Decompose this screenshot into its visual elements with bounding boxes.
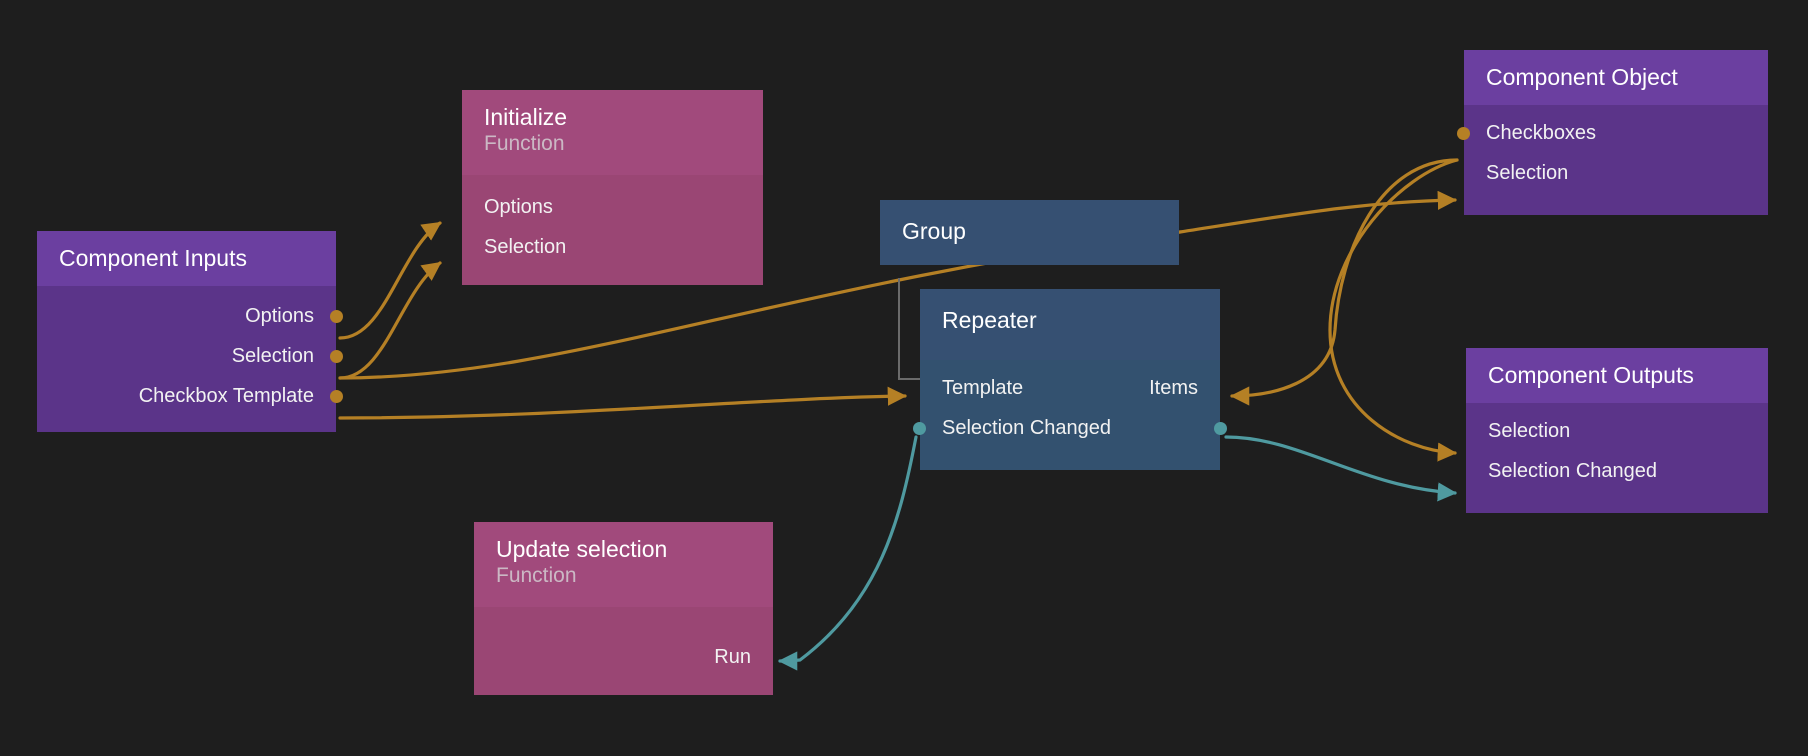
node-component-inputs[interactable]: Component Inputs Options Selection Check… (37, 231, 343, 433)
node-repeater[interactable]: Repeater Template Items Selection Change… (913, 289, 1227, 471)
node-component-inputs-header[interactable]: Component Inputs (37, 231, 336, 287)
node-group-title: Group (902, 218, 966, 244)
port-label-selection: Selection (484, 235, 567, 258)
node-group-header[interactable]: Group (880, 200, 1179, 266)
node-component-outputs[interactable]: Component Outputs Selection Selection Ch… (1466, 348, 1768, 514)
port-repeater-selection-changed[interactable]: Selection Changed (913, 408, 1227, 448)
port-label-selection-changed: Selection Changed (1488, 460, 1658, 483)
port-update-selection-run[interactable]: Run (474, 637, 773, 677)
port-dot-selection-changed-in[interactable] (913, 422, 926, 436)
node-repeater-header[interactable]: Repeater (920, 289, 1220, 361)
node-component-object-header[interactable]: Component Object (1464, 50, 1768, 106)
node-initialize-subtitle: Function (484, 132, 565, 156)
edge-repeater-selection-changed-to-outputs-selection-changed (1224, 435, 1457, 502)
port-component-outputs-selection-changed[interactable]: Selection Changed (1466, 451, 1768, 491)
node-component-object-title: Component Object (1486, 64, 1678, 90)
node-initialize[interactable]: Initialize Function Options Selection (462, 90, 763, 285)
edge-inputs-options-to-initialize-options (338, 221, 442, 340)
node-initialize-title: Initialize (484, 104, 568, 130)
port-dot-checkbox-template[interactable] (330, 390, 343, 404)
port-initialize-options[interactable]: Options (462, 187, 763, 227)
node-repeater-title: Repeater (942, 307, 1037, 333)
port-dot-selection[interactable] (330, 350, 343, 364)
port-component-inputs-checkbox-template[interactable]: Checkbox Template (37, 376, 343, 416)
node-update-selection-header[interactable]: Update selection Function (474, 522, 773, 607)
node-update-selection-body: Run (474, 606, 773, 695)
port-component-inputs-selection[interactable]: Selection (37, 336, 343, 376)
edge-inputs-selection-to-initialize-selection (338, 261, 442, 380)
group-containment-bracket (898, 278, 922, 380)
node-initialize-header[interactable]: Initialize Function (462, 90, 763, 175)
edge-inputs-checkbox-template-to-repeater-template (338, 386, 907, 420)
node-component-inputs-body: Options Selection Checkbox Template (37, 286, 343, 433)
port-dot-checkboxes[interactable] (1457, 127, 1470, 141)
port-initialize-selection[interactable]: Selection (462, 227, 763, 267)
node-component-outputs-header[interactable]: Component Outputs (1466, 348, 1768, 404)
node-component-object[interactable]: Component Object Checkboxes Selection (1457, 50, 1768, 216)
edge-component-object-checkboxes-to-repeater-items (1230, 158, 1459, 406)
port-label-template: Template (942, 377, 1024, 400)
edge-repeater-selection-changed-to-update-selection-run (778, 435, 918, 671)
node-component-inputs-title: Component Inputs (59, 245, 247, 271)
edge-group-to-component-object-selection (1178, 190, 1457, 234)
port-component-object-selection[interactable]: Selection (1464, 153, 1768, 193)
node-initialize-body: Options Selection (462, 174, 763, 285)
port-label-selection: Selection (231, 345, 314, 368)
node-component-outputs-title: Component Outputs (1488, 362, 1694, 388)
node-component-object-body: Checkboxes Selection (1457, 105, 1768, 216)
edge-component-object-checkboxes-to-outputs-selection (1328, 158, 1459, 462)
port-label-checkbox-template: Checkbox Template (138, 385, 314, 408)
node-update-selection[interactable]: Update selection Function Run (474, 522, 773, 695)
node-update-selection-title: Update selection (496, 536, 668, 562)
port-label-items: Items (1149, 377, 1198, 400)
port-component-object-checkboxes[interactable]: Checkboxes (1457, 113, 1768, 153)
node-group[interactable]: Group (880, 200, 1179, 266)
port-dot-options[interactable] (330, 310, 343, 324)
port-component-outputs-selection[interactable]: Selection (1466, 411, 1768, 451)
node-component-outputs-body: Selection Selection Changed (1466, 403, 1768, 514)
port-repeater-template-items[interactable]: Template Items (920, 368, 1220, 408)
port-label-run: Run (714, 645, 751, 668)
port-component-inputs-options[interactable]: Options (37, 296, 343, 336)
port-dot-selection-changed-out[interactable] (1214, 422, 1227, 436)
port-label-checkboxes: Checkboxes (1486, 122, 1597, 145)
port-label-options: Options (245, 305, 314, 328)
port-label-selection: Selection (1488, 420, 1571, 443)
port-label-selection: Selection (1486, 162, 1569, 185)
node-update-selection-subtitle: Function (496, 564, 577, 588)
node-repeater-body: Template Items Selection Changed (913, 360, 1227, 471)
port-label-selection-changed: Selection Changed (942, 417, 1112, 440)
port-label-options: Options (484, 195, 553, 218)
